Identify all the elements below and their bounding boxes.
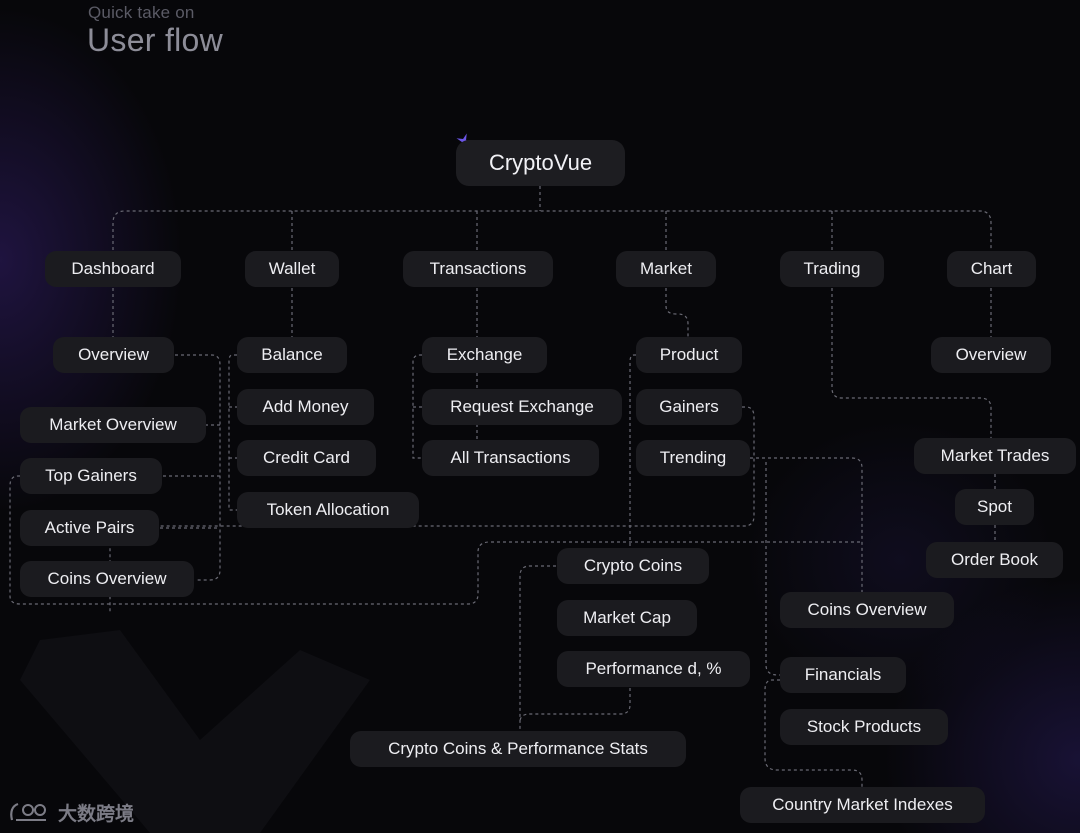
trading-market-trades[interactable]: Market Trades	[914, 438, 1076, 474]
trading-order-book[interactable]: Order Book	[926, 542, 1063, 578]
dashboard-overview[interactable]: Overview	[53, 337, 174, 373]
dashboard-coins-overview[interactable]: Coins Overview	[20, 561, 194, 597]
watermark: 大数跨境	[8, 798, 134, 826]
transactions-exchange[interactable]: Exchange	[422, 337, 547, 373]
page-title: User flow	[87, 22, 224, 58]
market-coins-overview[interactable]: Coins Overview	[780, 592, 954, 628]
section-transactions[interactable]: Transactions	[403, 251, 553, 287]
market-country-market-indexes[interactable]: Country Market Indexes	[740, 787, 985, 823]
market-product[interactable]: Product	[636, 337, 742, 373]
market-crypto-coins[interactable]: Crypto Coins	[557, 548, 709, 584]
wallet-add-money[interactable]: Add Money	[237, 389, 374, 425]
market-performance[interactable]: Performance d, %	[557, 651, 750, 687]
wallet-token-allocation[interactable]: Token Allocation	[237, 492, 419, 528]
section-market[interactable]: Market	[616, 251, 716, 287]
section-wallet[interactable]: Wallet	[245, 251, 339, 287]
wallet-balance[interactable]: Balance	[237, 337, 347, 373]
dashboard-top-gainers[interactable]: Top Gainers	[20, 458, 162, 494]
chart-overview[interactable]: Overview	[931, 337, 1051, 373]
dashboard-active-pairs[interactable]: Active Pairs	[20, 510, 159, 546]
watermark-logo-icon	[10, 802, 46, 821]
header-subtitle: Quick take on	[88, 3, 195, 22]
watermark-text: 大数跨境	[58, 802, 135, 825]
wallet-credit-card[interactable]: Credit Card	[237, 440, 376, 476]
market-trending[interactable]: Trending	[636, 440, 750, 476]
trading-spot[interactable]: Spot	[955, 489, 1034, 525]
dashboard-market-overview[interactable]: Market Overview	[20, 407, 206, 443]
section-trading[interactable]: Trading	[780, 251, 884, 287]
market-financials[interactable]: Financials	[780, 657, 906, 693]
market-stock-products[interactable]: Stock Products	[780, 709, 948, 745]
section-dashboard[interactable]: Dashboard	[45, 251, 181, 287]
root-node-cryptovue[interactable]: CryptoVue	[456, 140, 625, 186]
market-gainers[interactable]: Gainers	[636, 389, 742, 425]
transactions-request-exchange[interactable]: Request Exchange	[422, 389, 622, 425]
section-chart[interactable]: Chart	[947, 251, 1036, 287]
market-market-cap[interactable]: Market Cap	[557, 600, 697, 636]
market-crypto-coins-performance-stats[interactable]: Crypto Coins & Performance Stats	[350, 731, 686, 767]
transactions-all-transactions[interactable]: All Transactions	[422, 440, 599, 476]
